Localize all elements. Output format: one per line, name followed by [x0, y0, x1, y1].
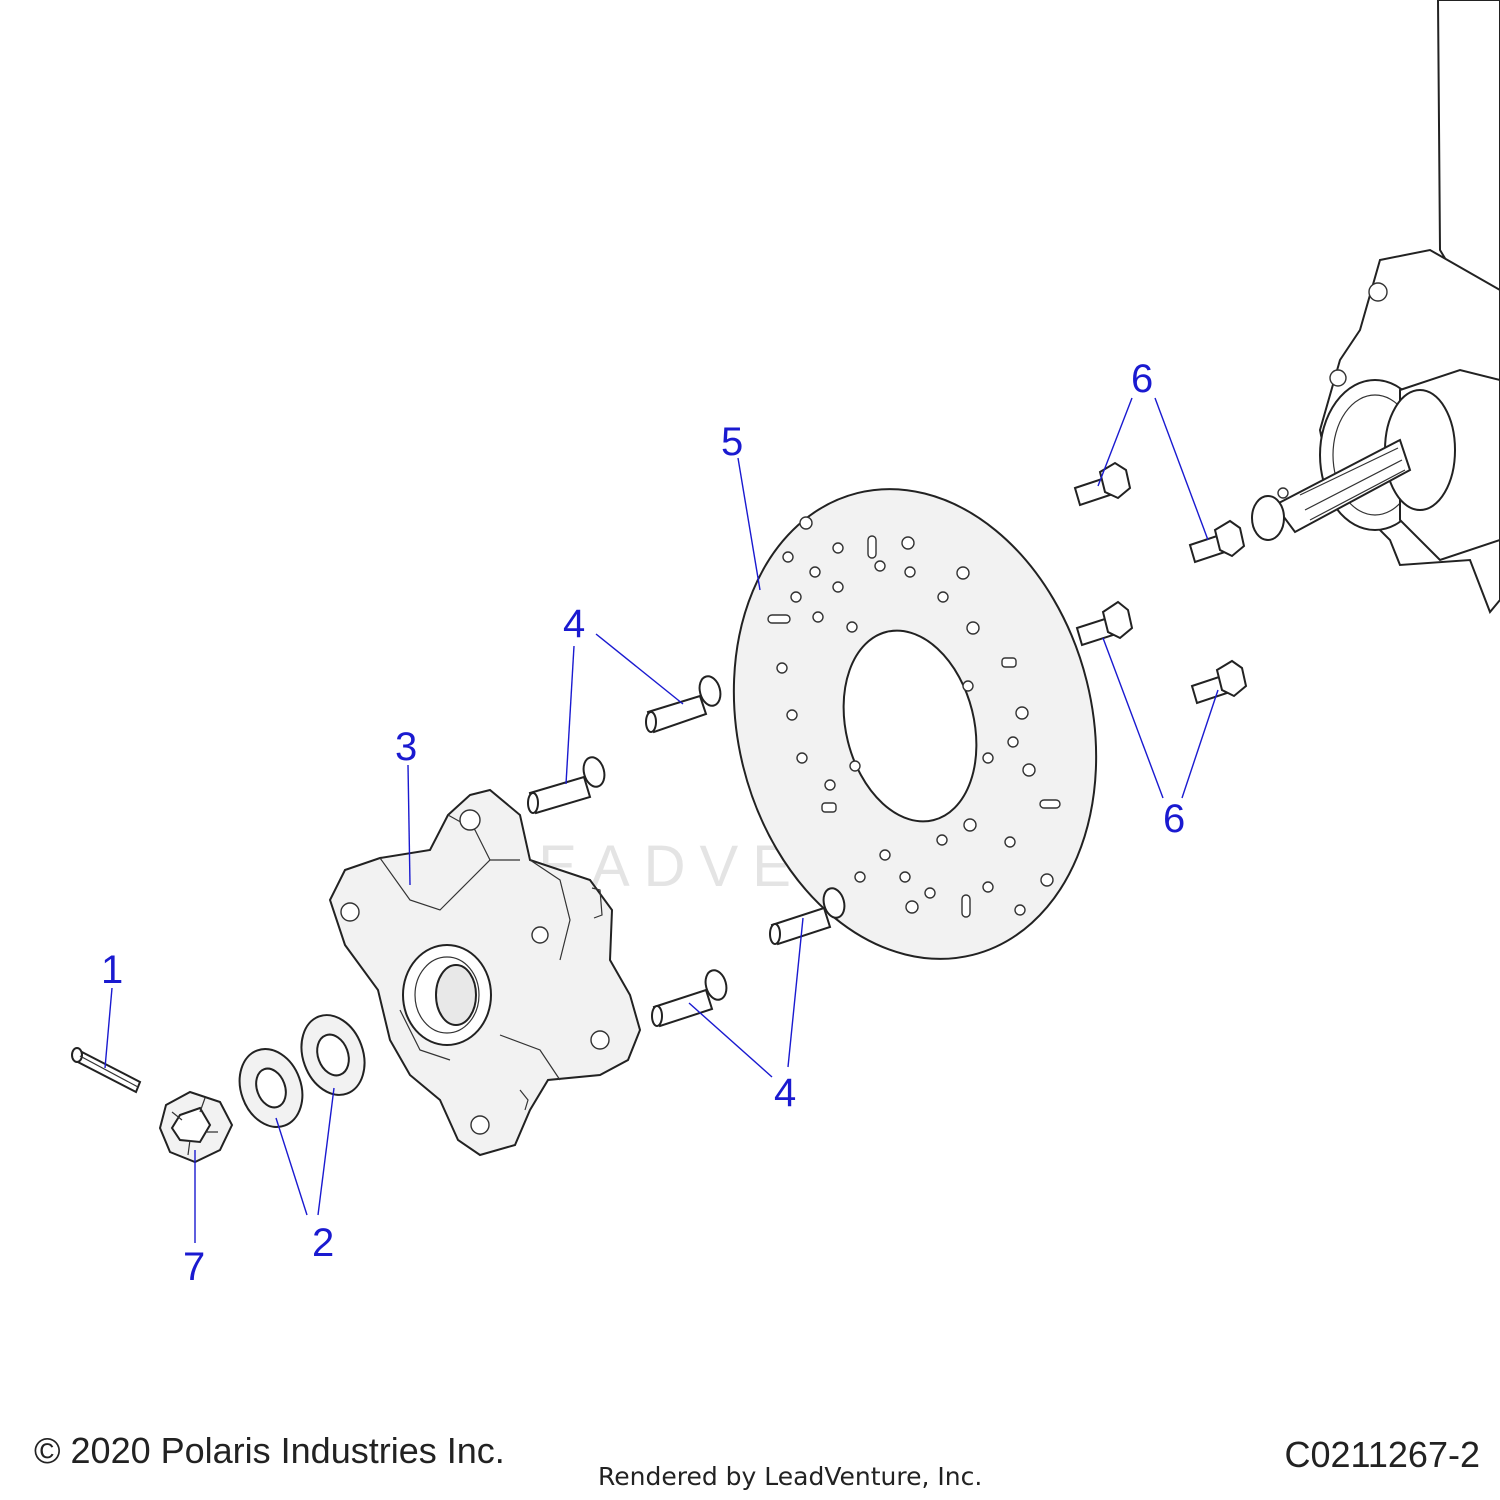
knuckle-assembly	[1251, 0, 1500, 614]
leader-lines	[104, 397, 1219, 1243]
wheel-stud-3	[769, 887, 846, 946]
wheel-stud-1	[645, 675, 722, 734]
wheel-stud-2	[527, 756, 606, 815]
cotter-pin	[71, 1047, 142, 1094]
callout-1: 1	[101, 948, 123, 992]
callout-6-top: 6	[1131, 357, 1153, 401]
hex-bolt-2	[1188, 519, 1246, 564]
callouts: 1 2 3 4 4 5 6 6 7	[101, 357, 1185, 1289]
callout-3: 3	[395, 725, 417, 769]
washer-1	[238, 1048, 304, 1128]
copyright-text: © 2020 Polaris Industries Inc.	[34, 1430, 505, 1471]
diagram-code: C0211267-2	[1284, 1434, 1481, 1475]
wheel-stud-4	[651, 969, 728, 1028]
brake-disc	[732, 488, 1098, 960]
callout-4-top: 4	[563, 602, 585, 646]
rendered-by-text: Rendered by LeadVenture, Inc.	[598, 1462, 983, 1491]
hex-bolt-4	[1190, 659, 1248, 705]
wheel-hub	[328, 788, 642, 1157]
disc-holes	[767, 516, 1061, 918]
hex-bolt-1	[1073, 461, 1132, 507]
wheel-studs	[527, 675, 846, 1028]
hex-bolts	[1073, 461, 1248, 705]
castle-nut	[158, 1090, 234, 1164]
callout-4-bottom: 4	[774, 1071, 796, 1115]
callout-6-bottom: 6	[1163, 797, 1185, 841]
washers	[238, 1014, 366, 1128]
callout-5: 5	[721, 420, 743, 464]
hex-bolt-3	[1075, 600, 1134, 647]
callout-7: 7	[183, 1245, 205, 1289]
callout-2: 2	[312, 1221, 334, 1265]
washer-2	[300, 1014, 366, 1096]
